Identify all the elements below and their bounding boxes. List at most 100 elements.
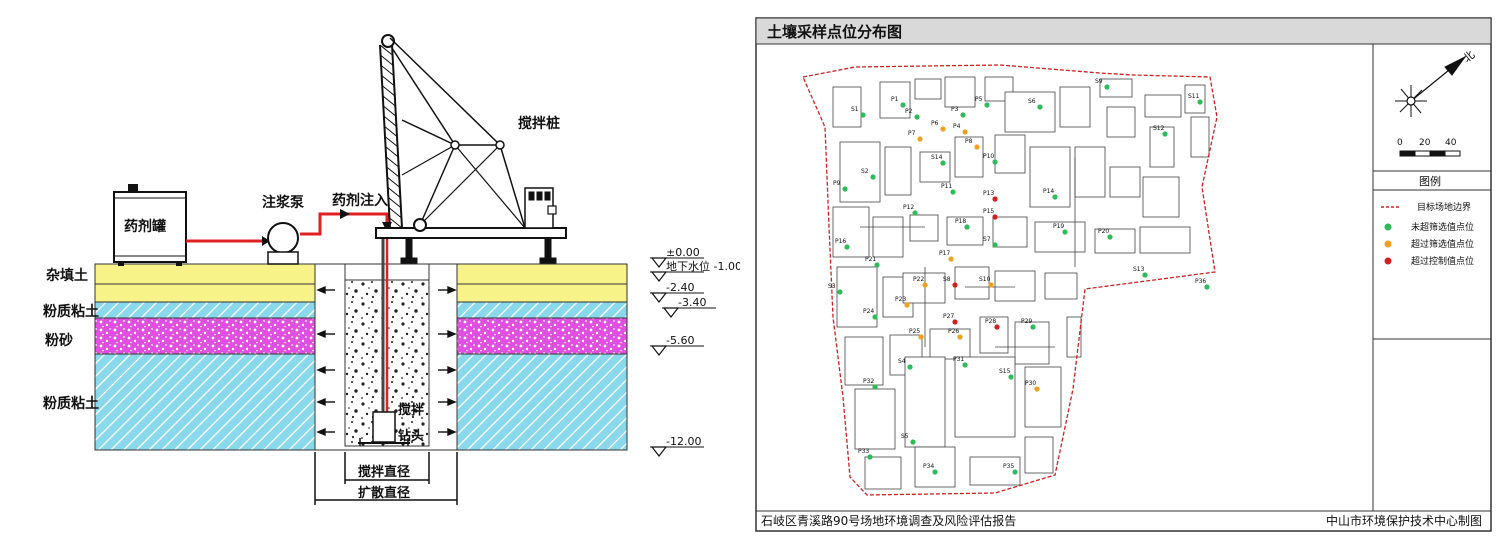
sample-dot [952,319,958,325]
building-outline [872,216,904,258]
elevation-mark: -2.40 [650,281,704,303]
legend-title: 图例 [1419,174,1441,188]
sample-label: P14 [1043,188,1054,195]
sample-point-s8: S8 [943,276,958,288]
sample-dot [1037,104,1043,110]
sample-label: P17 [939,250,950,257]
elevation-mark: -5.60 [650,334,704,356]
sample-label: S5 [901,433,909,440]
sample-dot [837,289,843,295]
building-outline [1144,94,1182,118]
building-outline [954,266,990,300]
building-outline [854,388,896,450]
legend-red-label: 超过控制值点位 [1411,255,1474,267]
drill-bit [372,411,396,443]
building-outline [1034,221,1086,253]
sample-label: P30 [1025,380,1036,387]
building-outline [1190,116,1210,158]
elevation-mark: -3.40 [662,296,716,318]
sample-dot [1052,194,1058,200]
sample-label: P27 [943,313,954,320]
sample-label: P20 [1098,228,1109,235]
building-outline [844,336,884,386]
sample-dot [918,334,924,340]
sample-label: S10 [979,276,991,283]
building-outline [1029,146,1071,208]
elevation-label: -5.60 [666,334,694,347]
sample-point-p14: P14 [1043,188,1058,200]
sample-point-p29: P29 [1021,318,1036,330]
sample-point-s15: S15 [999,368,1014,380]
legend-orange-dot [1384,240,1392,248]
sample-point-p35: P35 [1003,463,1018,475]
building-outline [879,81,911,119]
sample-label: P18 [955,218,966,225]
building-outline [836,266,878,328]
pipe-pump-rig [300,212,389,236]
sample-point-p34: P34 [923,463,938,475]
sample-label: P11 [941,183,952,190]
legend-orange-label: 超过筛选值点位 [1411,238,1474,250]
sample-point-s10: S10 [979,276,994,288]
sample-point-p1: P1 [891,96,906,108]
sample-point-s3: S3 [828,283,843,295]
sample-point-p6: P6 [931,120,946,132]
sample-point-p17: P17 [939,250,954,262]
building-outline [946,216,984,246]
sample-dot [867,454,873,460]
building-outline [839,141,881,203]
sample-dot [860,112,866,118]
elevation-mark: -12.00 [650,435,704,457]
building-outline [1149,126,1175,168]
rig-label: 搅拌桩 [518,115,560,132]
sample-dot [1008,374,1014,380]
sample-label: P8 [965,138,973,145]
elevation-mark: 地下水位 -1.00 [650,259,740,282]
map-title: 土壤采样点位分布图 [767,23,902,41]
sample-label: P21 [865,256,876,263]
sample-point-p9: P9 [833,180,848,192]
spread-arrow-right [438,397,457,407]
sample-point-s4: S4 [898,358,913,370]
sample-dot [1107,234,1113,240]
sample-dot [917,136,923,142]
sample-label: P12 [903,204,914,211]
site-boundary [802,64,1218,496]
sample-label: S12 [1153,125,1165,132]
building-outline [1074,146,1106,198]
sample-point-p18: P18 [955,218,970,230]
sample-label: S8 [943,276,951,283]
sample-label: P6 [931,120,939,127]
sample-label: P24 [863,308,874,315]
legend-red-dot [1384,257,1392,265]
sample-point-p5: P5 [975,96,990,108]
building-outline [929,328,971,360]
sample-label: P33 [858,448,869,455]
sample-label: P28 [985,318,996,325]
building-outline [1024,366,1062,428]
sample-label: P1 [891,96,899,103]
building-outline [1142,176,1180,218]
sample-dot [912,210,918,216]
sample-dot [1162,131,1168,137]
sample-point-p15: P15 [983,208,998,220]
sample-dot [962,362,968,368]
sample-label: S1 [851,106,859,113]
sample-dot [842,186,848,192]
sample-dot [1034,386,1040,392]
sample-label: P22 [913,276,924,283]
sample-dot [992,214,998,220]
building-outline [1024,436,1054,474]
building-outline [832,86,862,128]
sample-point-s9: S9 [1095,78,1110,90]
sample-dot [874,262,880,268]
building-outline [914,446,956,488]
sample-dot [872,314,878,320]
spread-arrow-left [316,285,335,295]
sample-dot [964,224,970,230]
spread-arrow-left [316,397,335,407]
sample-point-p12: P12 [903,204,918,216]
elevation-label: ±0.00 [666,246,700,259]
tank-label: 药剂罐 [124,218,166,235]
